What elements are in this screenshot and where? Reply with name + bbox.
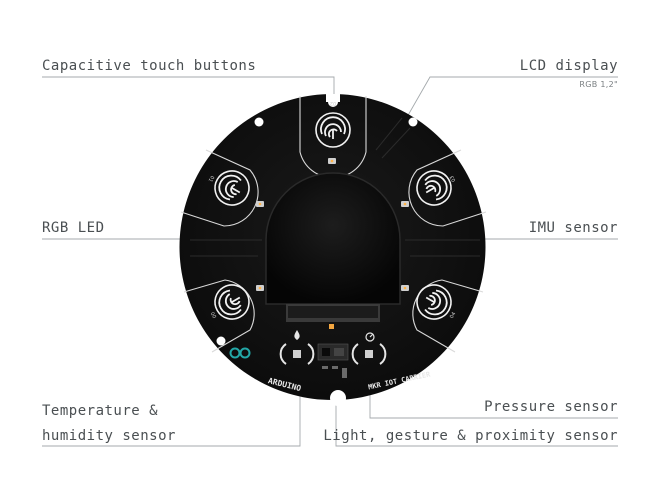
- board-traces: [190, 117, 480, 257]
- leader-lines: [42, 76, 618, 447]
- mount-hole-tl: [254, 117, 264, 127]
- label-temperature-line2: humidity sensor: [42, 428, 176, 444]
- label-lcd-subtitle: RGB 1,2": [579, 80, 618, 89]
- pad-label-01: 01: [207, 174, 215, 183]
- label-light-gesture-proximity: Light, gesture & proximity sensor: [323, 428, 618, 444]
- pad-label-02: 02: [330, 100, 336, 106]
- lcd-display: [265, 172, 401, 305]
- pad-label-00: 00: [209, 311, 217, 320]
- label-temperature-line1: Temperature &: [42, 403, 159, 419]
- mount-hole-tr: [408, 117, 418, 127]
- mount-hole-br: [454, 336, 464, 346]
- pressure-sensor: [351, 343, 387, 365]
- arduino-logo-icon: [229, 347, 251, 359]
- leader-pressure: [369, 392, 618, 419]
- light-gesture-proximity-sensor: [317, 343, 349, 361]
- temperature-humidity-sensor: [279, 343, 315, 365]
- label-rgb-led: RGB LED: [42, 220, 105, 236]
- mount-hole-bl: [216, 336, 226, 346]
- pad-label-04: 04: [449, 311, 457, 320]
- leader-capacitive: [42, 76, 335, 96]
- label-capacitive-touch: Capacitive touch buttons: [42, 58, 257, 74]
- pressure-icon: [365, 332, 375, 342]
- leader-temperature: [42, 390, 301, 447]
- pad-label-03: 03: [449, 174, 457, 183]
- label-lcd-display: LCD display: [519, 58, 618, 74]
- label-imu-sensor: IMU sensor: [528, 220, 618, 236]
- droplet-icon: [294, 330, 300, 340]
- label-pressure-sensor: Pressure sensor: [484, 399, 618, 415]
